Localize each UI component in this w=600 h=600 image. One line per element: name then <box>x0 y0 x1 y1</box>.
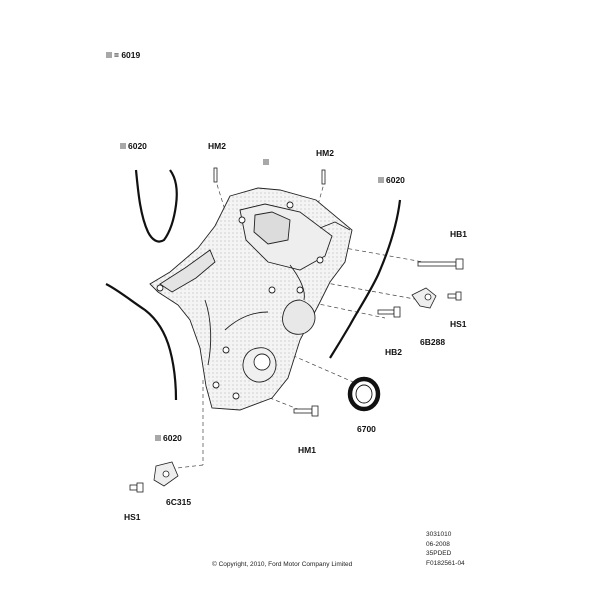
callout-hs1-left: HS1 <box>124 512 141 522</box>
copyright-notice: © Copyright, 2010, Ford Motor Company Li… <box>212 561 353 568</box>
reference-line-3: 35PDED <box>426 550 452 557</box>
callout-hm2-right: HM2 <box>316 148 334 158</box>
callout-hs1-right: HS1 <box>450 319 467 329</box>
callout-hb1: HB1 <box>450 229 468 239</box>
reference-line-1: 3031010 <box>426 531 452 538</box>
callout-6020-left-top: 6020 <box>120 141 147 151</box>
legend-text: = 6019 <box>114 50 141 60</box>
callout-6c315: 6C315 <box>166 497 192 507</box>
hm2-studs <box>213 167 326 185</box>
crankshaft-seal <box>347 376 381 412</box>
reference-block: 3031010 06-2008 35PDED F0182561-04 <box>426 530 465 568</box>
callout-6700: 6700 <box>357 424 376 434</box>
legend: = 6019 <box>106 50 140 60</box>
legend-swatch <box>120 143 126 149</box>
bolts <box>129 258 464 493</box>
legend-marker-cover <box>263 159 269 165</box>
reference-line-4: F0182561-04 <box>426 559 465 567</box>
legend-swatch <box>378 177 384 183</box>
callout-6020-left-bottom: 6020 <box>155 433 182 443</box>
callout-hm1: HM1 <box>298 445 316 455</box>
reference-line-2: 06-2008 <box>426 540 450 548</box>
legend-swatch <box>106 52 112 58</box>
legend-swatch <box>155 435 161 441</box>
callout-hm2-left: HM2 <box>208 141 226 151</box>
callout-hb2: HB2 <box>385 347 403 357</box>
sensors <box>153 287 437 487</box>
gaskets <box>105 169 402 401</box>
engine-front-cover <box>149 187 353 411</box>
callout-6020-right: 6020 <box>378 175 405 185</box>
callout-6b288: 6B288 <box>420 337 446 347</box>
